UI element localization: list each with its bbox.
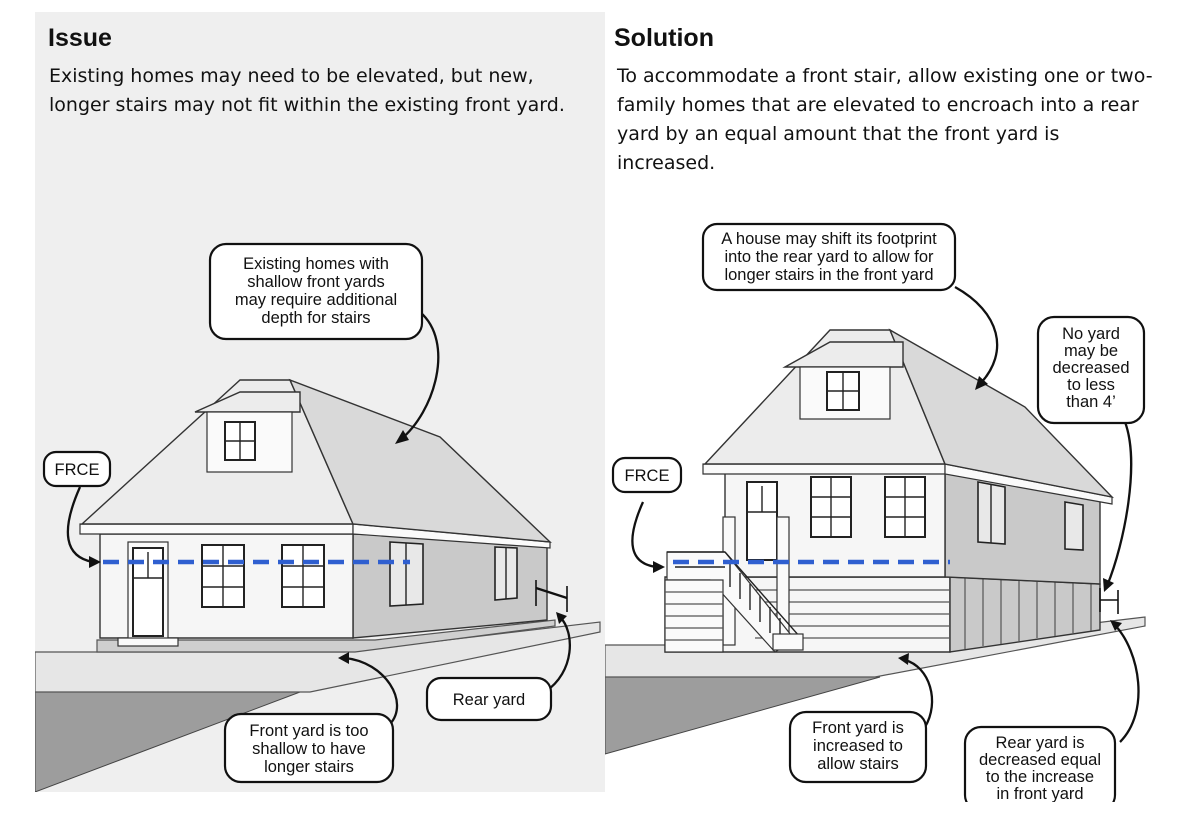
- svg-text:FRCE: FRCE: [625, 467, 670, 485]
- svg-text:in front yard: in front yard: [996, 785, 1083, 802]
- issue-front-eave: [79, 523, 354, 535]
- issue-panel: Issue Existing homes may need to be elev…: [35, 12, 605, 792]
- solution-callout-front-yard-increased: Front yard is increased to allow stairs: [788, 710, 928, 784]
- svg-text:No yard: No yard: [1062, 325, 1120, 343]
- solution-description: To accommodate a front stair, allow exis…: [617, 65, 1153, 174]
- svg-text:Rear yard: Rear yard: [453, 691, 525, 709]
- svg-text:may be: may be: [1064, 342, 1118, 360]
- svg-text:decreased: decreased: [1052, 359, 1129, 377]
- solution-foundation-side: [949, 576, 1101, 653]
- solution-side-window-2: [1064, 501, 1084, 551]
- solution-leader-rear-yard: [1114, 624, 1140, 743]
- issue-front-step: [117, 637, 179, 647]
- solution-leader-shift-footprint: [954, 285, 999, 385]
- svg-text:into the rear yard to allow fo: into the rear yard to allow for: [724, 248, 934, 266]
- svg-text:Front yard is: Front yard is: [812, 719, 904, 737]
- solution-callout-rear-yard-decreased: Rear yard is decreased equal to the incr…: [963, 725, 1117, 802]
- svg-text:Rear yard is: Rear yard is: [996, 734, 1085, 752]
- issue-callout-frce: FRCE: [42, 450, 112, 488]
- solution-front-eave: [702, 463, 946, 475]
- solution-leader-frce: [631, 501, 658, 569]
- solution-dormer-roof: [782, 341, 904, 368]
- svg-text:Existing homes with: Existing homes with: [243, 255, 389, 273]
- solution-heading: Solution: [614, 24, 714, 52]
- svg-text:shallow to have: shallow to have: [252, 740, 366, 758]
- svg-text:than 4’: than 4’: [1066, 393, 1116, 411]
- svg-text:depth for stairs: depth for stairs: [261, 309, 370, 327]
- issue-leader-rear-yard: [544, 616, 571, 693]
- solution-callout-shift-footprint: A house may shift its footprint into the…: [701, 222, 957, 292]
- solution-porch-slats: [664, 579, 724, 653]
- solution-leader-front-yard: [904, 658, 934, 728]
- issue-callout-shallow-front-yards: Existing homes with shallow front yards …: [208, 242, 424, 341]
- issue-side-wall: [352, 533, 548, 639]
- solution-house-illustration: A house may shift its footprint into the…: [605, 222, 1146, 802]
- issue-leader-frce: [66, 486, 94, 564]
- svg-text:may require additional: may require additional: [235, 291, 397, 309]
- solution-callout-no-yard-decreased: No yard may be decreased to less than 4’: [1036, 315, 1146, 425]
- issue-front-yard-ground: [96, 619, 556, 653]
- issue-roof-side: [288, 378, 552, 543]
- issue-leader-stairs-depth: [399, 311, 440, 441]
- svg-text:shallow front yards: shallow front yards: [247, 273, 385, 291]
- svg-text:FRCE: FRCE: [55, 461, 100, 479]
- svg-text:decreased equal: decreased equal: [979, 751, 1101, 769]
- issue-description: Existing homes may need to be elevated, …: [49, 65, 565, 116]
- svg-text:allow stairs: allow stairs: [817, 755, 899, 773]
- solution-panel: Solution To accommodate a front stair, a…: [605, 12, 1165, 802]
- issue-heading: Issue: [48, 24, 112, 52]
- svg-text:Front yard is too: Front yard is too: [249, 722, 368, 740]
- svg-text:increased to: increased to: [813, 737, 903, 755]
- svg-text:A house may shift its footprin: A house may shift its footprint: [721, 230, 937, 248]
- solution-callout-frce: FRCE: [611, 456, 683, 494]
- issue-callout-rear-yard: Rear yard: [425, 676, 553, 722]
- solution-front-stairs: [666, 551, 804, 653]
- svg-text:longer stairs: longer stairs: [264, 758, 354, 776]
- issue-dormer-roof: [194, 391, 301, 413]
- issue-callout-front-yard-too-shallow: Front yard is too shallow to have longer…: [223, 712, 395, 784]
- issue-house-illustration: Existing homes with shallow front yards …: [35, 242, 601, 792]
- issue-leader-front-yard: [344, 656, 399, 725]
- svg-text:to less: to less: [1067, 376, 1115, 394]
- solution-leader-no-yard: [1105, 421, 1133, 587]
- svg-text:to the increase: to the increase: [986, 768, 1094, 786]
- svg-text:longer stairs in the front yar: longer stairs in the front yard: [724, 266, 933, 284]
